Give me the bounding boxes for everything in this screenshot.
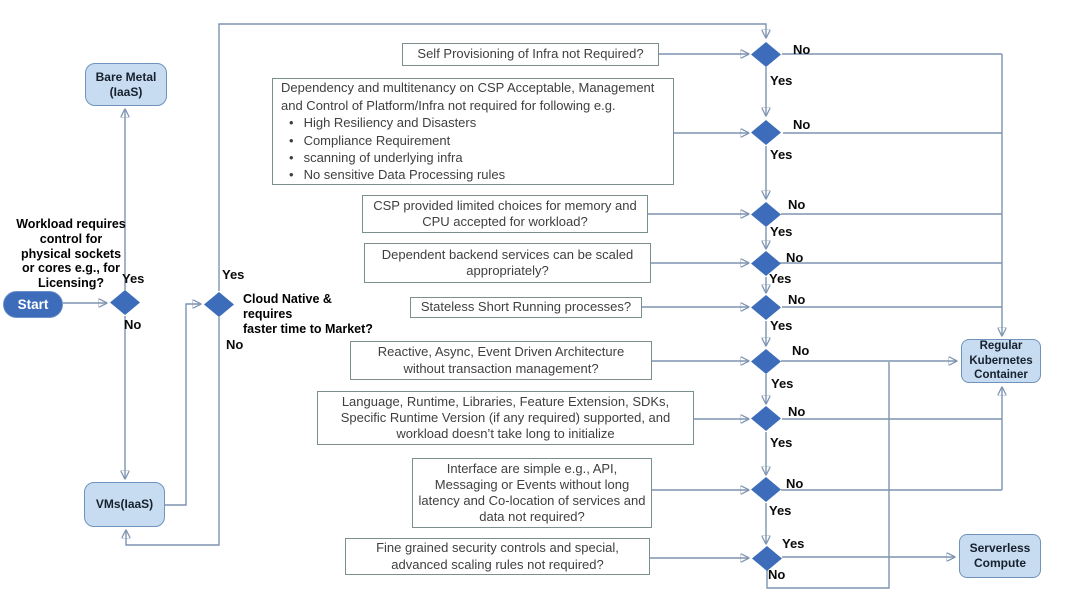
node-serverless: Serverless Compute	[959, 534, 1041, 578]
label-yes-stateless: Yes	[770, 318, 793, 333]
vms-label: VMs(IaaS)	[95, 497, 154, 511]
start-label: Start	[17, 297, 49, 312]
label-no-fine-grained: No	[768, 567, 786, 582]
label-yes-csp-limited: Yes	[770, 224, 793, 239]
label-yes-workload: Yes	[122, 271, 145, 286]
question-box-interface-simple: Interface are simple e.g., API, Messagin…	[412, 458, 652, 528]
bullet-text: scanning of underlying infra	[303, 149, 463, 165]
question-bullet: No sensitive Data Processing rules	[281, 166, 506, 183]
question-box-csp-dependency: Dependency and multitenancy on CSP Accep…	[272, 78, 674, 185]
question-text: Fine grained security controls and speci…	[376, 540, 619, 572]
question-text: Reactive, Async, Event Driven Architectu…	[377, 344, 625, 376]
bare-metal-label-line1: Bare Metal	[95, 69, 157, 84]
label-yes-self-provisioning: Yes	[770, 73, 793, 88]
label-no-language-runtime: No	[788, 404, 806, 419]
label-no-reactive: No	[792, 343, 810, 358]
question-box-backend-scaling: Dependent backend services can be scaled…	[364, 243, 651, 283]
label-no-workload: No	[124, 317, 142, 332]
label-no-csp-limited: No	[788, 197, 806, 212]
label-yes-language-runtime: Yes	[770, 435, 793, 450]
edge-no-r9-loop-to-kubernetes	[766, 362, 890, 589]
kubernetes-label-line1: Regular	[979, 340, 1023, 353]
question-intro: Dependency and multitenancy on CSP Accep…	[281, 80, 655, 113]
prompt-line: Licensing?	[38, 276, 104, 290]
prompt-line: faster time to Market?	[243, 321, 373, 336]
question-bullet: High Resiliency and Disasters	[281, 114, 477, 131]
question-text: Dependent backend services can be scaled…	[381, 246, 634, 278]
question-bullet: Compliance Requirement	[281, 132, 451, 149]
node-kubernetes: Regular Kubernetes Container	[961, 339, 1041, 383]
serverless-label-line1: Serverless	[969, 541, 1031, 555]
prompt-line: Cloud Native & requires	[243, 292, 332, 321]
question-box-self-provisioning: Self Provisioning of Infra not Required?	[402, 43, 659, 66]
question-box-stateless: Stateless Short Running processes?	[410, 297, 642, 318]
question-text: Stateless Short Running processes?	[420, 299, 632, 315]
question-box-language-runtime: Language, Runtime, Libraries, Feature Ex…	[317, 391, 694, 445]
prompt-cloud-native: Cloud Native & requires faster time to M…	[243, 292, 379, 336]
question-text: Interface are simple e.g., API, Messagin…	[418, 460, 646, 525]
label-yes-csp-dependency: Yes	[770, 147, 793, 162]
prompt-line: or cores e.g., for	[22, 261, 120, 276]
label-yes-cloud-native: Yes	[222, 267, 245, 282]
serverless-label-line2: Compute	[974, 556, 1026, 570]
label-no-self-provisioning: No	[793, 42, 811, 57]
question-box-fine-grained: Fine grained security controls and speci…	[345, 538, 650, 575]
edge-vms-to-cloud-native-decision	[165, 304, 200, 506]
bullet-text: Compliance Requirement	[303, 132, 451, 148]
node-bare-metal: Bare Metal (IaaS)	[85, 63, 167, 106]
label-no-csp-dependency: No	[793, 117, 811, 132]
question-box-csp-limited-choices: CSP provided limited choices for memory …	[362, 195, 648, 233]
question-text: CSP provided limited choices for memory …	[373, 197, 637, 229]
prompt-line: Workload requires	[16, 217, 126, 231]
label-no-stateless: No	[788, 292, 806, 307]
prompt-line: physical sockets	[20, 246, 122, 261]
bullet-text: No sensitive Data Processing rules	[303, 167, 506, 183]
prompt-workload-control: Workload requires control for physical s…	[8, 217, 134, 291]
node-start: Start	[3, 291, 63, 318]
bullet-text: High Resiliency and Disasters	[303, 115, 477, 131]
kubernetes-label-line2: Kubernetes	[969, 354, 1033, 367]
label-no-backend-scaling: No	[786, 250, 804, 265]
edge-cloud-native-no-to-vms	[126, 317, 220, 546]
label-no-cloud-native: No	[226, 337, 244, 352]
edge-cloud-native-yes-top-rail	[218, 23, 766, 291]
question-bullet: scanning of underlying infra	[281, 149, 463, 166]
question-text: Self Provisioning of Infra not Required?	[417, 46, 644, 62]
label-no-interface-simple: No	[786, 476, 804, 491]
label-yes-interface-simple: Yes	[769, 503, 792, 518]
question-text: Language, Runtime, Libraries, Feature Ex…	[340, 393, 671, 442]
prompt-line: control for	[39, 231, 103, 246]
label-yes-reactive: Yes	[771, 376, 794, 391]
kubernetes-label-line3: Container	[974, 369, 1028, 382]
node-vms: VMs(IaaS)	[84, 482, 165, 527]
question-box-reactive: Reactive, Async, Event Driven Architectu…	[350, 341, 652, 380]
bare-metal-label-line2: (IaaS)	[109, 84, 143, 99]
label-yes-fine-grained: Yes	[782, 536, 805, 551]
label-yes-backend-scaling: Yes	[769, 271, 792, 286]
